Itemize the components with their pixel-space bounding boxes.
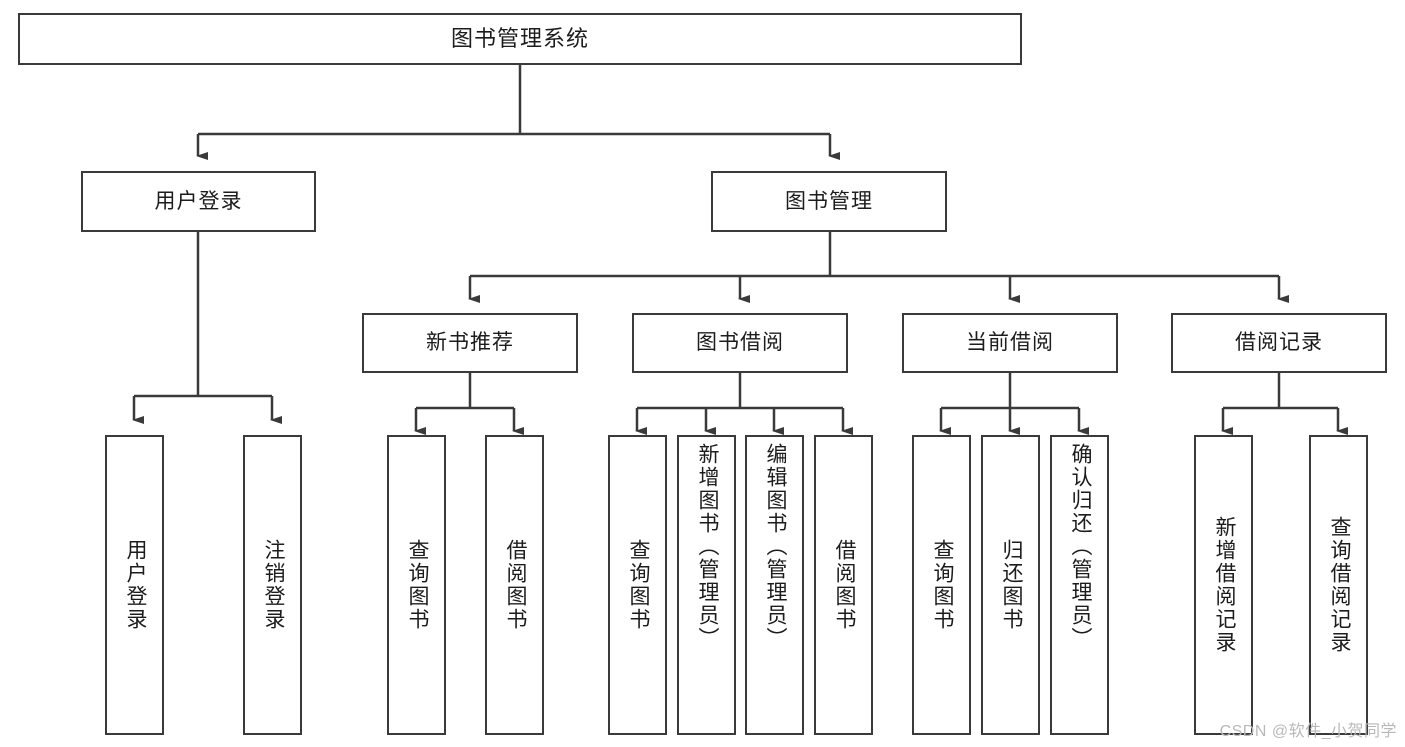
node-label: 查询借阅记录 [1327, 516, 1351, 654]
node-label: 查询图书 [930, 539, 954, 631]
leaf-recommend-borrow-book[interactable]: 借阅图书 [485, 435, 544, 735]
node-book-management[interactable]: 图书管理 [711, 171, 947, 232]
node-label: 查询图书 [405, 539, 429, 631]
node-label: 借阅记录 [1235, 331, 1323, 355]
node-label: 新书推荐 [426, 331, 514, 355]
node-label: 新增借阅记录 [1212, 516, 1236, 654]
node-user-login[interactable]: 用户登录 [81, 171, 316, 232]
leaf-record-query-record[interactable]: 查询借阅记录 [1309, 435, 1368, 735]
node-label: 用户登录 [154, 189, 243, 213]
node-new-book-recommend[interactable]: 新书推荐 [362, 313, 578, 373]
node-current-borrow[interactable]: 当前借阅 [902, 313, 1118, 373]
node-book-borrow[interactable]: 图书借阅 [632, 313, 848, 373]
node-label: 归还图书 [999, 539, 1023, 631]
node-label: 用户登录 [123, 539, 147, 631]
node-root-system[interactable]: 图书管理系统 [18, 13, 1022, 65]
node-label: 编辑图书（管理员） [763, 443, 787, 650]
watermark-text: CSDN @软件_小贺同学 [1219, 723, 1397, 740]
node-label: 当前借阅 [966, 331, 1054, 355]
node-label: 新增图书（管理员） [695, 443, 719, 650]
node-label: 确认归还（管理员） [1068, 443, 1092, 650]
node-label: 借阅图书 [503, 539, 527, 631]
leaf-borrow-borrow-book[interactable]: 借阅图书 [814, 435, 873, 735]
leaf-record-add-record[interactable]: 新增借阅记录 [1194, 435, 1253, 735]
node-label: 图书管理系统 [450, 25, 589, 51]
node-label: 图书管理 [785, 189, 873, 213]
node-label: 注销登录 [261, 539, 285, 631]
leaf-borrow-query-book[interactable]: 查询图书 [608, 435, 667, 735]
node-label: 查询图书 [626, 539, 650, 631]
leaf-user-login-login[interactable]: 用户登录 [105, 435, 164, 735]
node-borrow-record[interactable]: 借阅记录 [1171, 313, 1387, 373]
leaf-current-query-book[interactable]: 查询图书 [912, 435, 971, 735]
leaf-current-return-book[interactable]: 归还图书 [981, 435, 1040, 735]
node-label: 图书借阅 [696, 331, 784, 355]
leaf-borrow-add-book-admin[interactable]: 新增图书（管理员） [677, 435, 736, 735]
leaf-current-confirm-return-admin[interactable]: 确认归还（管理员） [1050, 435, 1109, 735]
leaf-user-login-logout[interactable]: 注销登录 [243, 435, 302, 735]
leaf-borrow-edit-book-admin[interactable]: 编辑图书（管理员） [745, 435, 804, 735]
leaf-recommend-query-book[interactable]: 查询图书 [387, 435, 446, 735]
node-label: 借阅图书 [832, 539, 856, 631]
